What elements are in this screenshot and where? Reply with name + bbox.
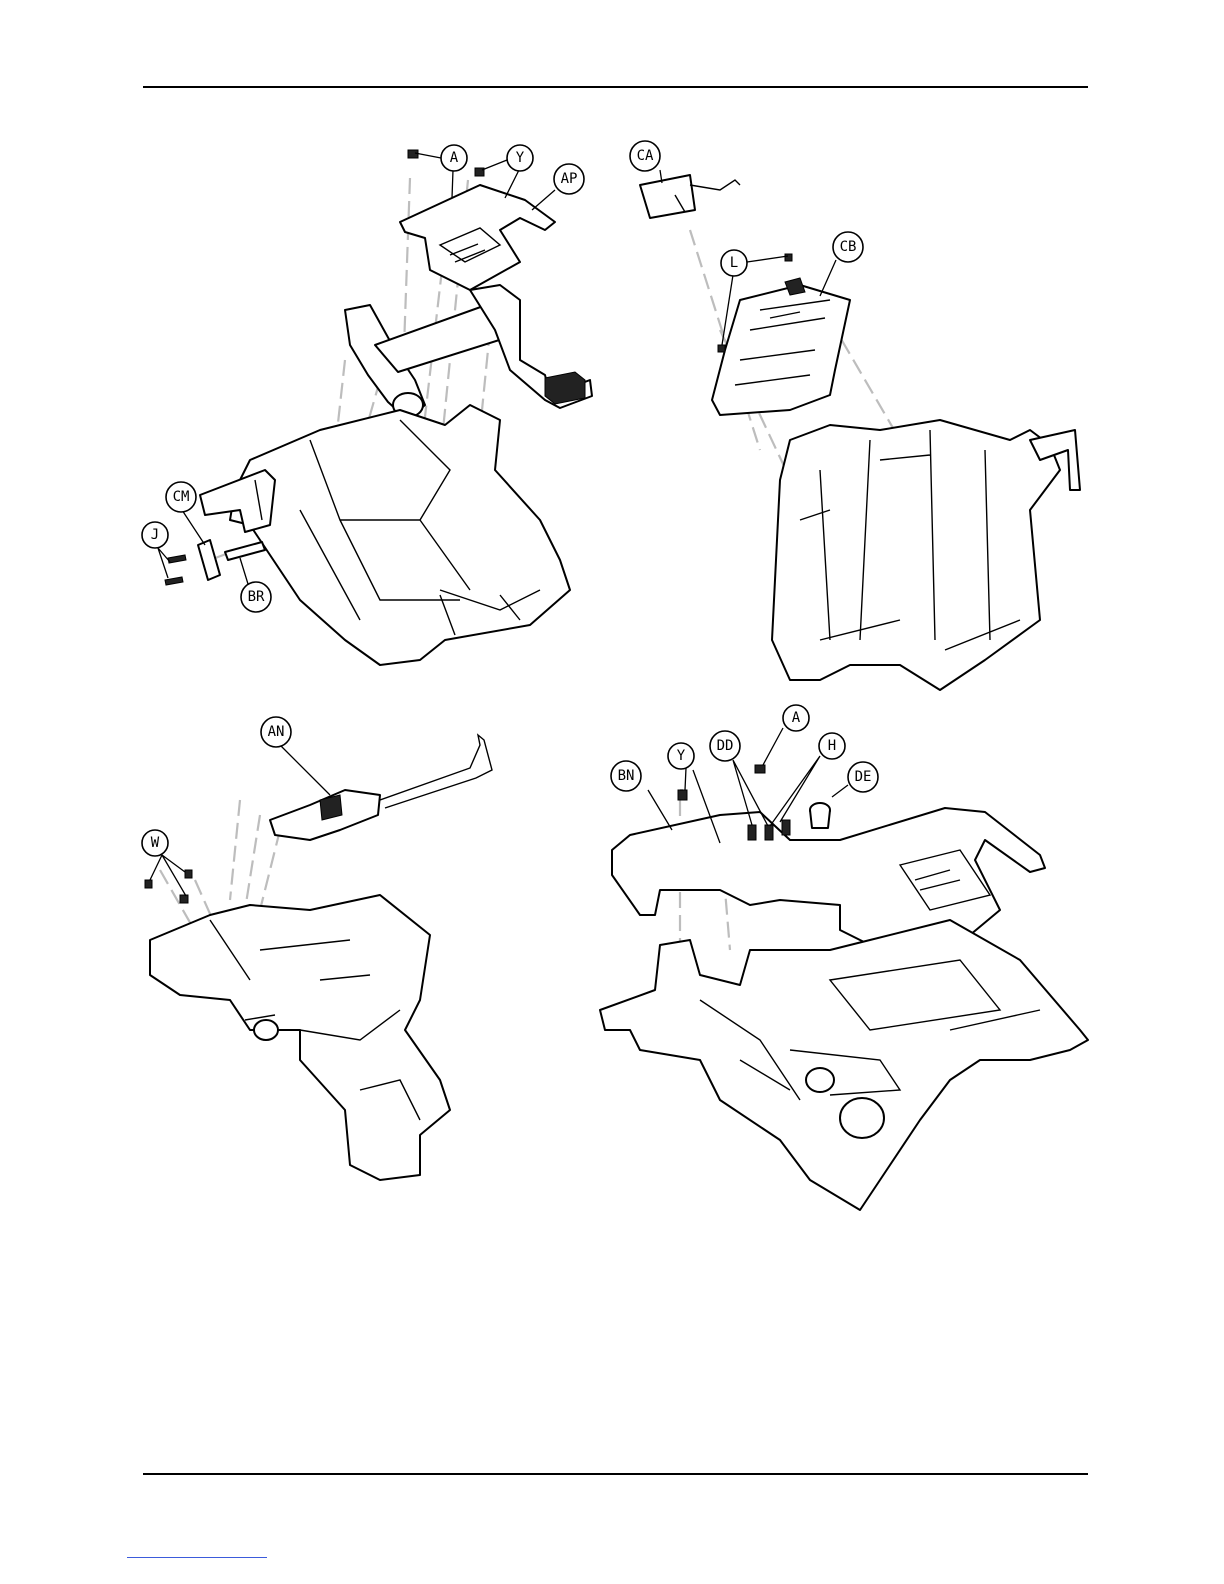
callout-y-bottom: Y	[668, 743, 694, 769]
callout-a-bottom: A	[783, 705, 809, 731]
assembly-bottom-left	[145, 735, 492, 1180]
svg-text:BR: BR	[248, 589, 265, 605]
callout-j: J	[142, 522, 168, 548]
callout-ap: AP	[554, 164, 584, 194]
svg-text:AN: AN	[268, 724, 285, 740]
svg-text:CA: CA	[637, 148, 654, 164]
callout-a-top: A	[441, 145, 467, 171]
svg-text:DD: DD	[717, 738, 734, 754]
callout-an: AN	[261, 717, 291, 747]
callout-h: H	[819, 733, 845, 759]
callout-de: DE	[848, 762, 878, 792]
svg-text:AP: AP	[561, 171, 578, 187]
svg-text:Y: Y	[677, 748, 686, 764]
svg-text:CB: CB	[840, 239, 857, 255]
callout-dd: DD	[710, 731, 740, 761]
callout-ca: CA	[630, 141, 660, 171]
callout-cm: CM	[166, 482, 196, 512]
svg-text:DE: DE	[855, 769, 872, 785]
svg-text:H: H	[828, 738, 836, 754]
svg-text:A: A	[792, 710, 801, 726]
svg-text:L: L	[730, 255, 738, 271]
svg-text:A: A	[450, 150, 459, 166]
callout-bn: BN	[611, 761, 641, 791]
svg-text:CM: CM	[173, 489, 190, 505]
svg-text:BN: BN	[618, 768, 635, 784]
svg-text:W: W	[151, 835, 160, 851]
callout-w: W	[142, 830, 168, 856]
svg-text:J: J	[151, 527, 159, 543]
assembly-top-left	[165, 150, 592, 665]
assembly-bottom-right	[600, 765, 1088, 1210]
callout-br: BR	[241, 582, 271, 612]
callout-cb: CB	[833, 232, 863, 262]
callout-y-top: Y	[507, 145, 533, 171]
callout-l: L	[721, 250, 747, 276]
svg-text:Y: Y	[516, 150, 525, 166]
